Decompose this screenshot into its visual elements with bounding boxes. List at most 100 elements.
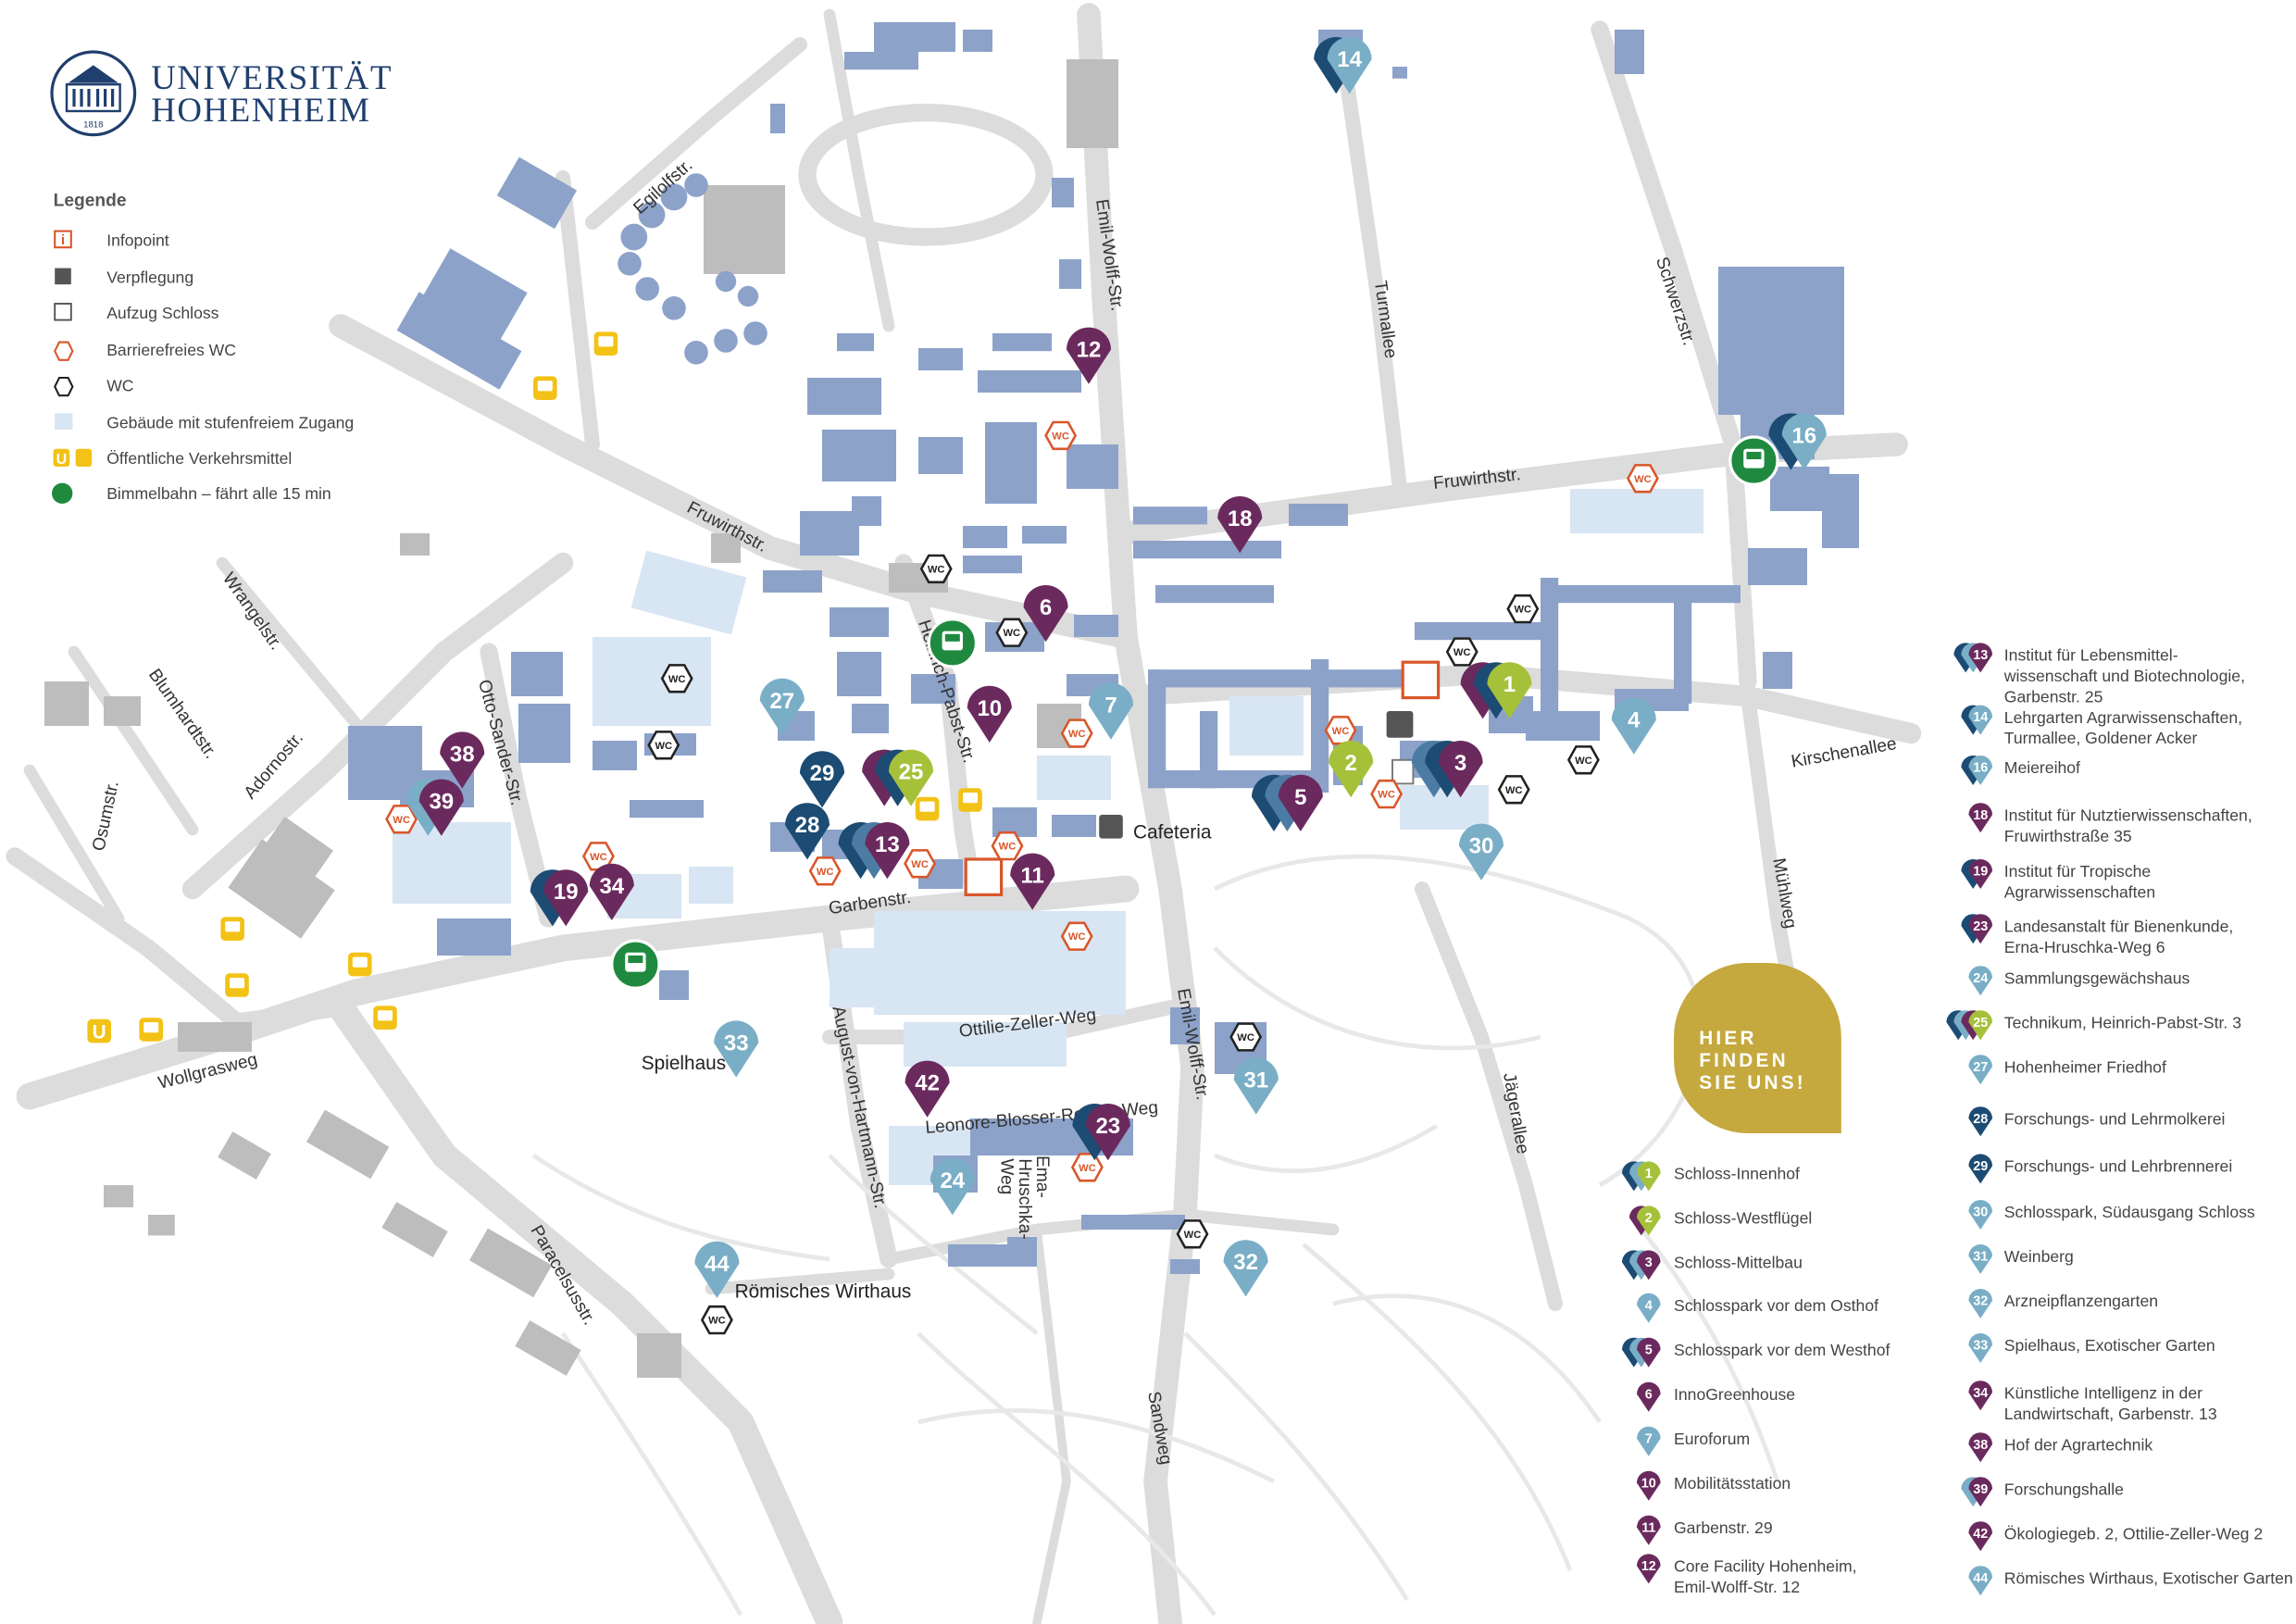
pin-marker[interactable] <box>905 1060 950 1118</box>
accessible-wc-icon[interactable]: WC <box>385 805 418 834</box>
location-pin[interactable]: 11 <box>1010 853 1055 910</box>
pin-marker[interactable] <box>714 1020 759 1078</box>
location-pin[interactable]: 1 <box>1460 662 1532 719</box>
pin-marker[interactable] <box>1459 823 1504 881</box>
bus-stop-icon[interactable] <box>220 917 244 941</box>
accessible-wc-icon[interactable]: WC <box>991 831 1024 861</box>
accessible-wc-icon[interactable]: WC <box>1324 716 1357 745</box>
pin-marker[interactable] <box>967 685 1012 743</box>
pin-marker[interactable] <box>1781 413 1827 470</box>
pin-marker[interactable] <box>1085 1104 1130 1161</box>
bus-stop-icon[interactable] <box>348 952 372 977</box>
pin-marker[interactable] <box>930 1158 975 1216</box>
wc-icon[interactable]: WC <box>1445 637 1479 667</box>
accessible-wc-icon[interactable]: WC <box>1070 1153 1104 1182</box>
ubahn-icon[interactable]: U <box>87 1018 111 1043</box>
info-icon[interactable] <box>964 857 1004 897</box>
pin-marker[interactable] <box>800 751 844 808</box>
location-pin[interactable]: 16 <box>1768 413 1827 470</box>
location-pin[interactable]: 42 <box>905 1060 950 1118</box>
accessible-wc-icon[interactable]: WC <box>808 856 842 886</box>
location-pin[interactable]: 24 <box>930 1158 975 1216</box>
bus-stop-icon[interactable] <box>139 1018 163 1042</box>
pin-marker[interactable] <box>418 779 464 836</box>
bus-stop-icon[interactable] <box>958 788 982 812</box>
pin-marker[interactable] <box>1611 697 1656 755</box>
wc-icon[interactable]: WC <box>1176 1219 1209 1249</box>
wc-icon[interactable]: WC <box>995 618 1029 647</box>
location-pin[interactable]: 38 <box>440 731 485 789</box>
location-pin[interactable]: 18 <box>1217 496 1263 554</box>
location-pin[interactable]: 33 <box>714 1020 759 1078</box>
bus-stop-icon[interactable] <box>225 973 249 997</box>
food-icon[interactable] <box>1386 711 1414 738</box>
accessible-wc-icon[interactable]: WC <box>1370 779 1404 809</box>
wc-icon[interactable]: WC <box>700 1305 733 1335</box>
location-pin[interactable]: 25 <box>862 749 933 806</box>
bus-stop-icon[interactable] <box>915 796 940 821</box>
wc-icon[interactable]: WC <box>1506 593 1540 624</box>
location-pin[interactable]: 6 <box>1023 585 1068 643</box>
location-pin[interactable]: 27 <box>759 678 805 735</box>
info-icon[interactable] <box>1401 660 1441 700</box>
pin-marker[interactable] <box>759 678 805 735</box>
elevator-icon[interactable] <box>1391 758 1415 785</box>
pin-marker[interactable] <box>589 863 634 920</box>
pin-marker[interactable] <box>1010 853 1055 910</box>
wc-icon[interactable]: WC <box>660 664 693 693</box>
location-pin[interactable]: 7 <box>1089 682 1133 740</box>
wc-icon[interactable]: WC <box>1497 775 1530 805</box>
wc-icon[interactable]: WC <box>647 731 680 760</box>
pin-marker[interactable] <box>1223 1240 1268 1297</box>
location-pin[interactable]: 10 <box>967 685 1012 743</box>
pin-marker[interactable] <box>889 749 933 806</box>
accessible-wc-icon[interactable]: WC <box>1626 464 1659 493</box>
pin-marker[interactable] <box>1487 662 1532 719</box>
location-pin[interactable]: 30 <box>1459 823 1504 881</box>
location-pin[interactable]: 44 <box>694 1241 740 1298</box>
pin-marker[interactable] <box>1438 741 1483 798</box>
pin-marker[interactable] <box>1329 741 1374 798</box>
pin-marker[interactable] <box>1233 1057 1279 1115</box>
wc-icon[interactable]: WC <box>1566 745 1600 775</box>
bus-stop-icon[interactable] <box>593 331 618 356</box>
pin-marker[interactable] <box>1327 37 1372 94</box>
pin-marker[interactable] <box>785 803 830 860</box>
accessible-wc-icon[interactable]: WC <box>581 842 615 871</box>
pin-marker[interactable] <box>1089 682 1133 740</box>
pin-marker[interactable] <box>1067 327 1111 384</box>
accessible-wc-icon[interactable]: WC <box>904 849 937 879</box>
location-pin[interactable]: 34 <box>589 863 634 920</box>
accessible-wc-icon[interactable]: WC <box>1060 921 1093 951</box>
location-pin[interactable]: 13 <box>838 822 910 880</box>
location-pin[interactable]: 12 <box>1067 327 1111 384</box>
accessible-wc-icon[interactable]: WC <box>1060 718 1093 748</box>
bimmelbahn-stop-icon[interactable] <box>927 618 979 668</box>
location-pin[interactable]: 28 <box>785 803 830 860</box>
